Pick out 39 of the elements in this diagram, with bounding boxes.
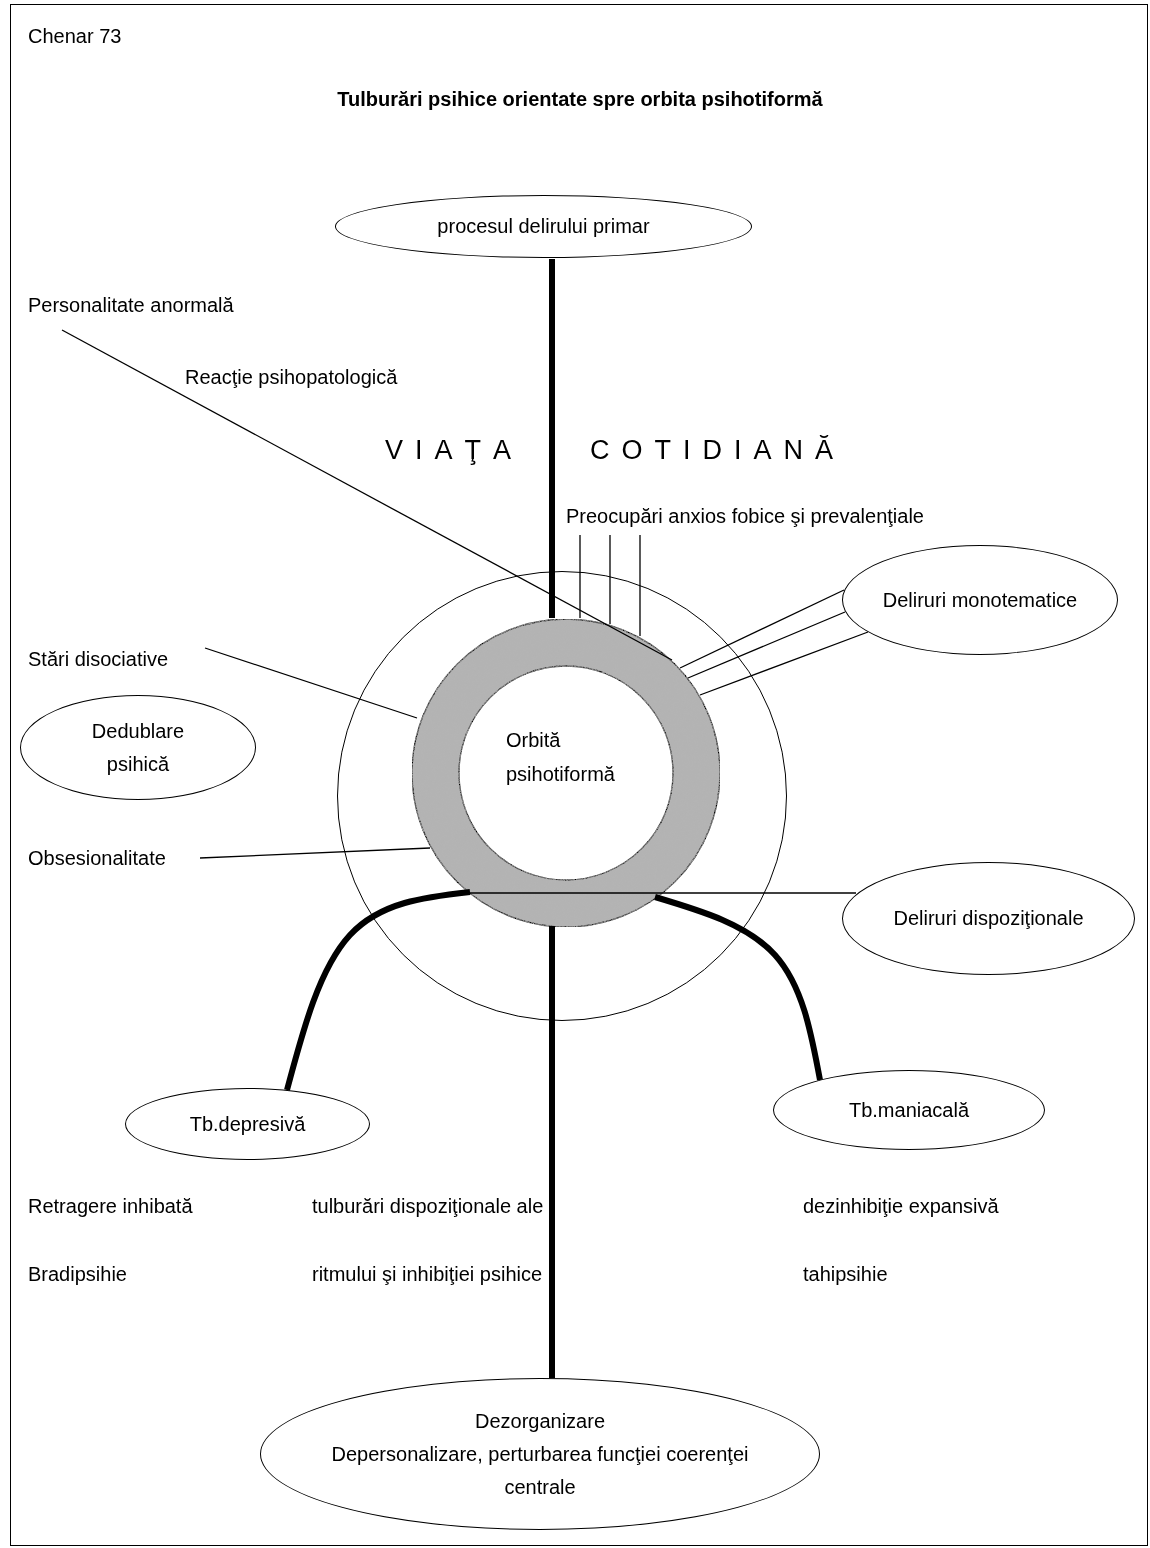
annotation-text: Retragere inhibată [28,1195,193,1218]
node-label: Orbită psihotiformă [506,728,616,787]
connector-line [467,892,857,894]
annotation-text: tulburări dispoziţionale ale [312,1195,544,1218]
connector-line [549,259,555,618]
diagram-title: Tulburări psihice orientate spre orbita psihotiformă [336,88,824,111]
annotation-text: dezinhibiţie expansivă [803,1195,999,1218]
ellipse-node [20,695,256,800]
node-label: Tb.depresivă [189,1111,306,1137]
connector-line [654,894,823,1081]
annotation-text: Reacţie psihopatologică [185,366,398,389]
connector-line [609,534,611,625]
connector-line [284,889,471,1091]
heading-text: COTIDIANĂ [590,435,845,466]
connector-line [204,647,418,719]
annotation-text: Stări disociative [28,648,169,671]
node-label: Depersonalizare, perturbarea funcţiei coerenţei centrale [330,1441,750,1500]
annotation-text: ritmului şi inhibiţiei psihice [312,1263,543,1286]
connector-line [579,534,581,619]
annotation-text: Preocupări anxios fobice şi prevalenţiale [566,505,924,528]
node-label: Dezorganizare [474,1408,606,1434]
annotation-text: Personalitate anormală [28,294,234,317]
node-label: procesul delirului primar [437,214,650,239]
annotation-text: tahipsihie [803,1263,888,1286]
connector-line [699,631,869,696]
connector-line [549,926,555,1378]
node-label: Dedublare psihică [90,718,186,777]
annotation-text: Chenar 73 [28,25,122,48]
annotation-text: Bradipsihie [28,1263,127,1286]
connector-line [639,534,641,637]
connector-line [679,589,845,669]
node-label: Deliruri monotematice [882,587,1078,613]
node-label: Deliruri dispoziţionale [893,906,1084,931]
node-label: Tb.maniacală [848,1097,970,1123]
connector-line [687,611,846,679]
connector-line [199,847,431,859]
connector-line [61,329,673,661]
annotation-text: Obsesionalitate [28,847,166,870]
heading-text: VIAŢA [385,435,524,466]
